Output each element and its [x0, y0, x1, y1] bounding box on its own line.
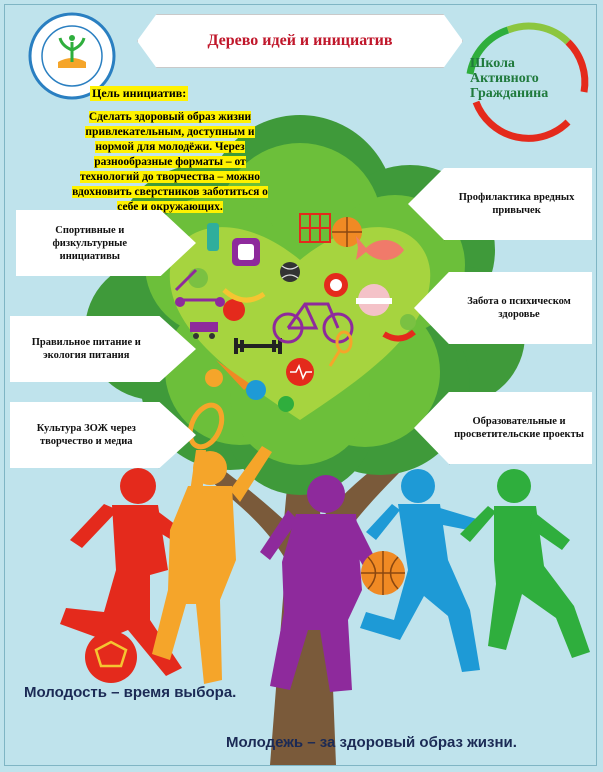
orange-icon	[205, 369, 223, 387]
arrow-habits-prevention: Профилактика вредных привычек	[408, 168, 592, 240]
logo-line-2: Активного	[470, 71, 539, 86]
dumbbell-icon	[234, 338, 282, 354]
arrow-label: Культура ЗОЖ через творчество и медиа	[36, 423, 136, 447]
heart-monitor-icon	[286, 358, 314, 386]
pepper-icon	[382, 329, 416, 342]
lime-icon	[188, 268, 208, 288]
tennis-racket-icon	[187, 402, 225, 450]
arrow-label: Образовательные и просветительские проек…	[454, 416, 584, 440]
page-title: Дерево идей и инициатив	[207, 32, 393, 49]
racket-icon	[328, 349, 342, 367]
kick-scooter-icon	[174, 268, 220, 302]
arrow-mental-health: Забота о психическом здоровье	[414, 272, 592, 344]
active-citizen-logo	[466, 22, 589, 142]
slogan-line-1: Молодость – время выбора.	[24, 684, 237, 701]
soccer-ball-icon	[85, 631, 137, 683]
logo-line-1: Школа	[470, 56, 515, 71]
arrow-label: Спортивные и физкультурные инициативы	[52, 224, 128, 262]
rollerskate-icon	[190, 322, 218, 332]
active-citizen-logo-text: Школа Активного Гражданина	[470, 56, 580, 101]
slogan-line-2: Молодежь – за здоровый образ жизни.	[226, 734, 517, 751]
arrow-label: Правильное питание и экология питания	[31, 337, 141, 361]
arrow-culture-media: Культура ЗОЖ через творчество и медиа	[10, 402, 196, 468]
water-bottle-icon	[207, 223, 219, 251]
goal-description: Сделать здоровый образ жизни привлекател…	[70, 110, 270, 215]
arrow-nutrition: Правильное питание и экология питания	[10, 316, 196, 382]
banana-icon	[222, 288, 266, 303]
school-logo	[28, 12, 116, 100]
page-frame	[4, 4, 597, 766]
arrow-sports-initiatives: Спортивные и физкультурные инициативы	[16, 210, 196, 276]
bicycle-icon	[272, 302, 354, 344]
title-banner: Дерево идей и инициатив	[137, 14, 463, 68]
goal-text: Сделать здоровый образ жизни привлекател…	[72, 111, 268, 213]
logo-line-3: Гражданина	[470, 86, 549, 101]
pear-icon	[400, 314, 416, 330]
kid-tennis-icon	[152, 402, 272, 684]
arrow-label: Забота о психическом здоровье	[467, 296, 571, 320]
kids-silhouettes	[60, 402, 590, 692]
fish-icon	[356, 236, 404, 261]
goal-heading: Цель инициатив:	[90, 86, 189, 101]
broccoli-icon	[278, 396, 294, 412]
health-icons	[174, 213, 416, 412]
kid-runner-icon	[460, 469, 590, 658]
arrow-label: Профилактика вредных привычек	[458, 192, 575, 216]
tennis-ball-icon	[280, 262, 300, 282]
arrow-education-projects: Образовательные и просветительские проек…	[414, 392, 592, 464]
apple-icon	[223, 299, 245, 321]
carrot-icon	[216, 360, 250, 390]
